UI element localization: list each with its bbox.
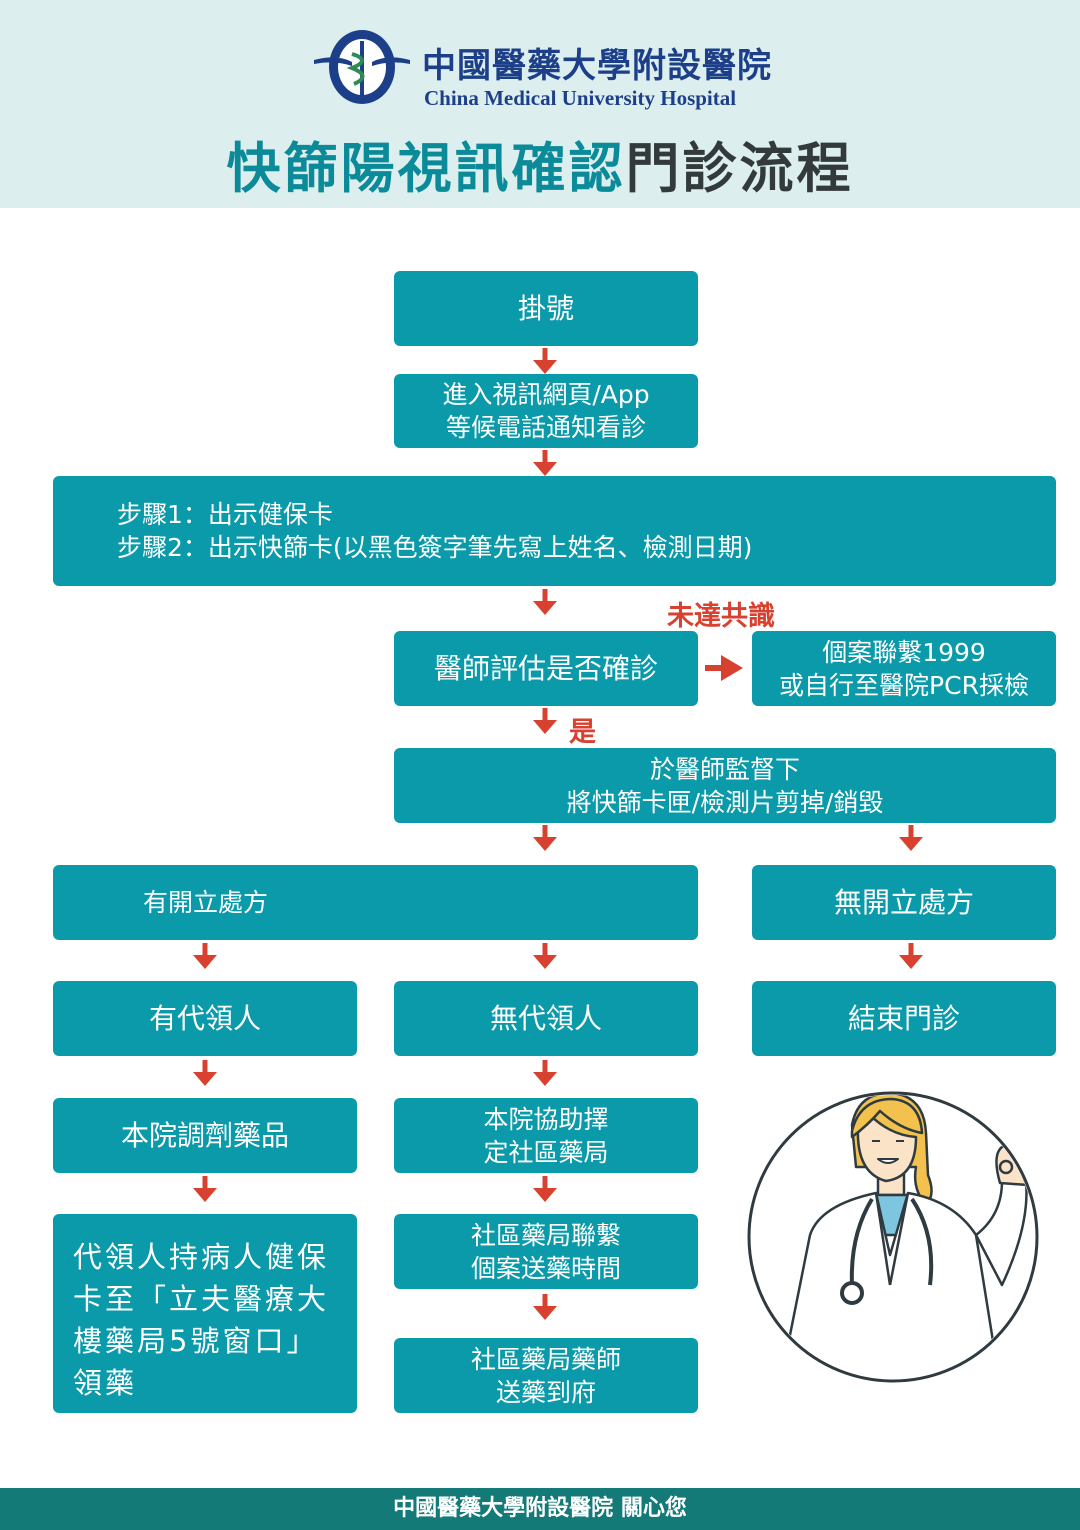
proxy-pickup-text: 代領人持病人健保卡至「立夫醫療大樓藥局5號窗口」領藥 <box>73 1240 330 1400</box>
step1-text: 步驟1：出示健保卡 <box>117 500 333 529</box>
arrow-down-10 <box>193 1060 217 1086</box>
proxy-pickup-box: 代領人持病人健保卡至「立夫醫療大樓藥局5號窗口」領藥 <box>53 1214 357 1413</box>
no-prescription-label: 無開立處方 <box>833 886 974 919</box>
arrow-down-11 <box>533 1060 557 1086</box>
header-banner <box>0 0 1080 208</box>
has-prescription-box: 有開立處方 <box>53 865 698 940</box>
doctor-illustration <box>747 1091 1039 1383</box>
contact-line2: 或自行至醫院PCR採檢 <box>779 670 1029 700</box>
enter-video-line1: 進入視訊網頁/App <box>442 380 650 409</box>
pharmacy-contact-line1: 社區藥局聯繫 <box>470 1220 621 1250</box>
arrow-down-9 <box>899 943 923 969</box>
pharmacy-contact-line2: 個案送藥時間 <box>470 1253 621 1283</box>
yes-label: 是 <box>569 717 596 748</box>
hospital-dispense-label: 本院調劑藥品 <box>120 1119 289 1152</box>
step2-text: 步驟2：出示快篩卡(以黑色簽字筆先寫上姓名、檢測日期) <box>117 533 753 562</box>
enter-video-line2: 等候電話通知看診 <box>445 413 646 442</box>
page-title-part1: 快篩陽視訊確認 <box>226 137 626 200</box>
doctor-eval-box: 醫師評估是否確診 <box>394 631 698 706</box>
steps-box: 步驟1：出示健保卡 步驟2：出示快篩卡(以黑色簽字筆先寫上姓名、檢測日期) <box>53 476 1056 586</box>
arrow-down-12 <box>193 1176 217 1202</box>
assist-pharmacy-box: 本院協助擇 定社區藥局 <box>394 1098 698 1173</box>
arrow-down-7 <box>193 943 217 969</box>
pharmacy-contact-box: 社區藥局聯繫 個案送藥時間 <box>394 1214 698 1289</box>
supervise-box: 於醫師監督下 將快篩卡匣/檢測片剪掉/銷毀 <box>394 748 1056 823</box>
enter-video-box: 進入視訊網頁/App 等候電話通知看診 <box>394 374 698 448</box>
contact-box: 個案聯繫1999 或自行至醫院PCR採檢 <box>752 631 1056 706</box>
has-proxy-box: 有代領人 <box>53 981 357 1056</box>
page-title: 快篩陽視訊確認門診流程 <box>0 124 1080 203</box>
supervise-line2: 將快篩卡匣/檢測片剪掉/銷毀 <box>566 787 884 817</box>
register-box: 掛號 <box>394 271 698 346</box>
pharmacist-line1: 社區藥局藥師 <box>470 1344 621 1374</box>
arrow-down-6 <box>899 825 923 851</box>
hospital-dispense-box: 本院調劑藥品 <box>53 1098 357 1173</box>
no-consensus-label: 未達共識 <box>667 601 775 632</box>
footer-bar: 中國醫藥大學附設醫院 關心您 <box>0 1488 1080 1530</box>
hospital-name-zh: 中國醫藥大學附設醫院 <box>422 46 772 86</box>
has-proxy-label: 有代領人 <box>148 1002 261 1035</box>
arrow-down-14 <box>533 1294 557 1320</box>
register-label: 掛號 <box>517 292 574 325</box>
assist-line2: 定社區藥局 <box>483 1137 609 1167</box>
no-proxy-label: 無代領人 <box>489 1002 602 1035</box>
no-proxy-box: 無代領人 <box>394 981 698 1056</box>
doctor-eval-label: 醫師評估是否確診 <box>433 652 658 685</box>
has-prescription-label: 有開立處方 <box>142 888 268 917</box>
hospital-logo <box>314 30 410 104</box>
arrow-down-3 <box>533 589 557 615</box>
arrow-down-4 <box>533 708 557 734</box>
page-title-part2: 門診流程 <box>625 137 854 200</box>
supervise-line1: 於醫師監督下 <box>649 754 800 784</box>
assist-line1: 本院協助擇 <box>483 1104 609 1134</box>
no-prescription-box: 無開立處方 <box>752 865 1056 940</box>
footer-text: 中國醫藥大學附設醫院 關心您 <box>393 1496 687 1521</box>
hospital-name-en: China Medical University Hospital <box>424 86 737 110</box>
arrow-down-2 <box>533 450 557 476</box>
arrow-down-1 <box>533 348 557 374</box>
arrow-down-5 <box>533 825 557 851</box>
arrow-down-8 <box>533 943 557 969</box>
end-visit-label: 結束門診 <box>847 1002 960 1035</box>
end-visit-box: 結束門診 <box>752 981 1056 1056</box>
pharmacist-line2: 送藥到府 <box>495 1377 596 1407</box>
arrow-down-13 <box>533 1176 557 1202</box>
pharmacist-delivery-box: 社區藥局藥師 送藥到府 <box>394 1338 698 1413</box>
arrow-right <box>705 655 743 681</box>
contact-line1: 個案聯繫1999 <box>822 637 986 667</box>
